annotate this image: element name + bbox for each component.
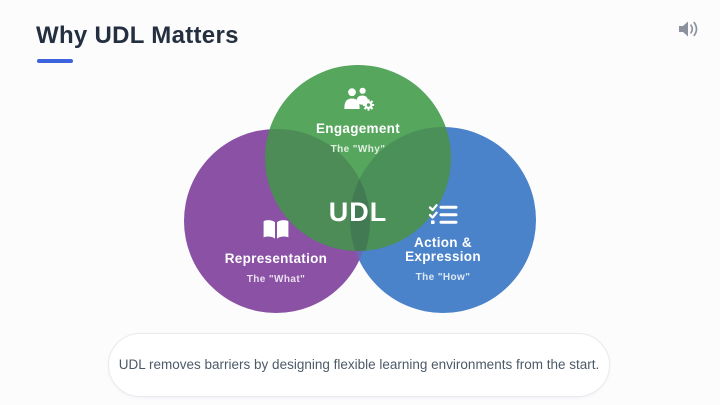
circle-label: Engagement: [315, 121, 400, 136]
page-title: Why UDL Matters: [36, 22, 239, 49]
users-gear-icon: [342, 86, 375, 116]
circle-label: Representation: [224, 251, 328, 266]
venn-circle-engagement: Engagement The "Why" UDL: [265, 65, 451, 251]
green-blue-overlap: [350, 127, 451, 251]
speaker-volume-icon[interactable]: [676, 18, 702, 40]
summary-box: UDL removes barriers by designing flexib…: [108, 333, 610, 397]
summary-text: UDL removes barriers by designing flexib…: [118, 356, 600, 372]
circle-sublabel: The "What": [246, 274, 306, 285]
venn-center-label: UDL: [328, 197, 388, 227]
circle-sublabel: The "How": [415, 272, 471, 283]
title-accent-underline: [37, 59, 73, 63]
